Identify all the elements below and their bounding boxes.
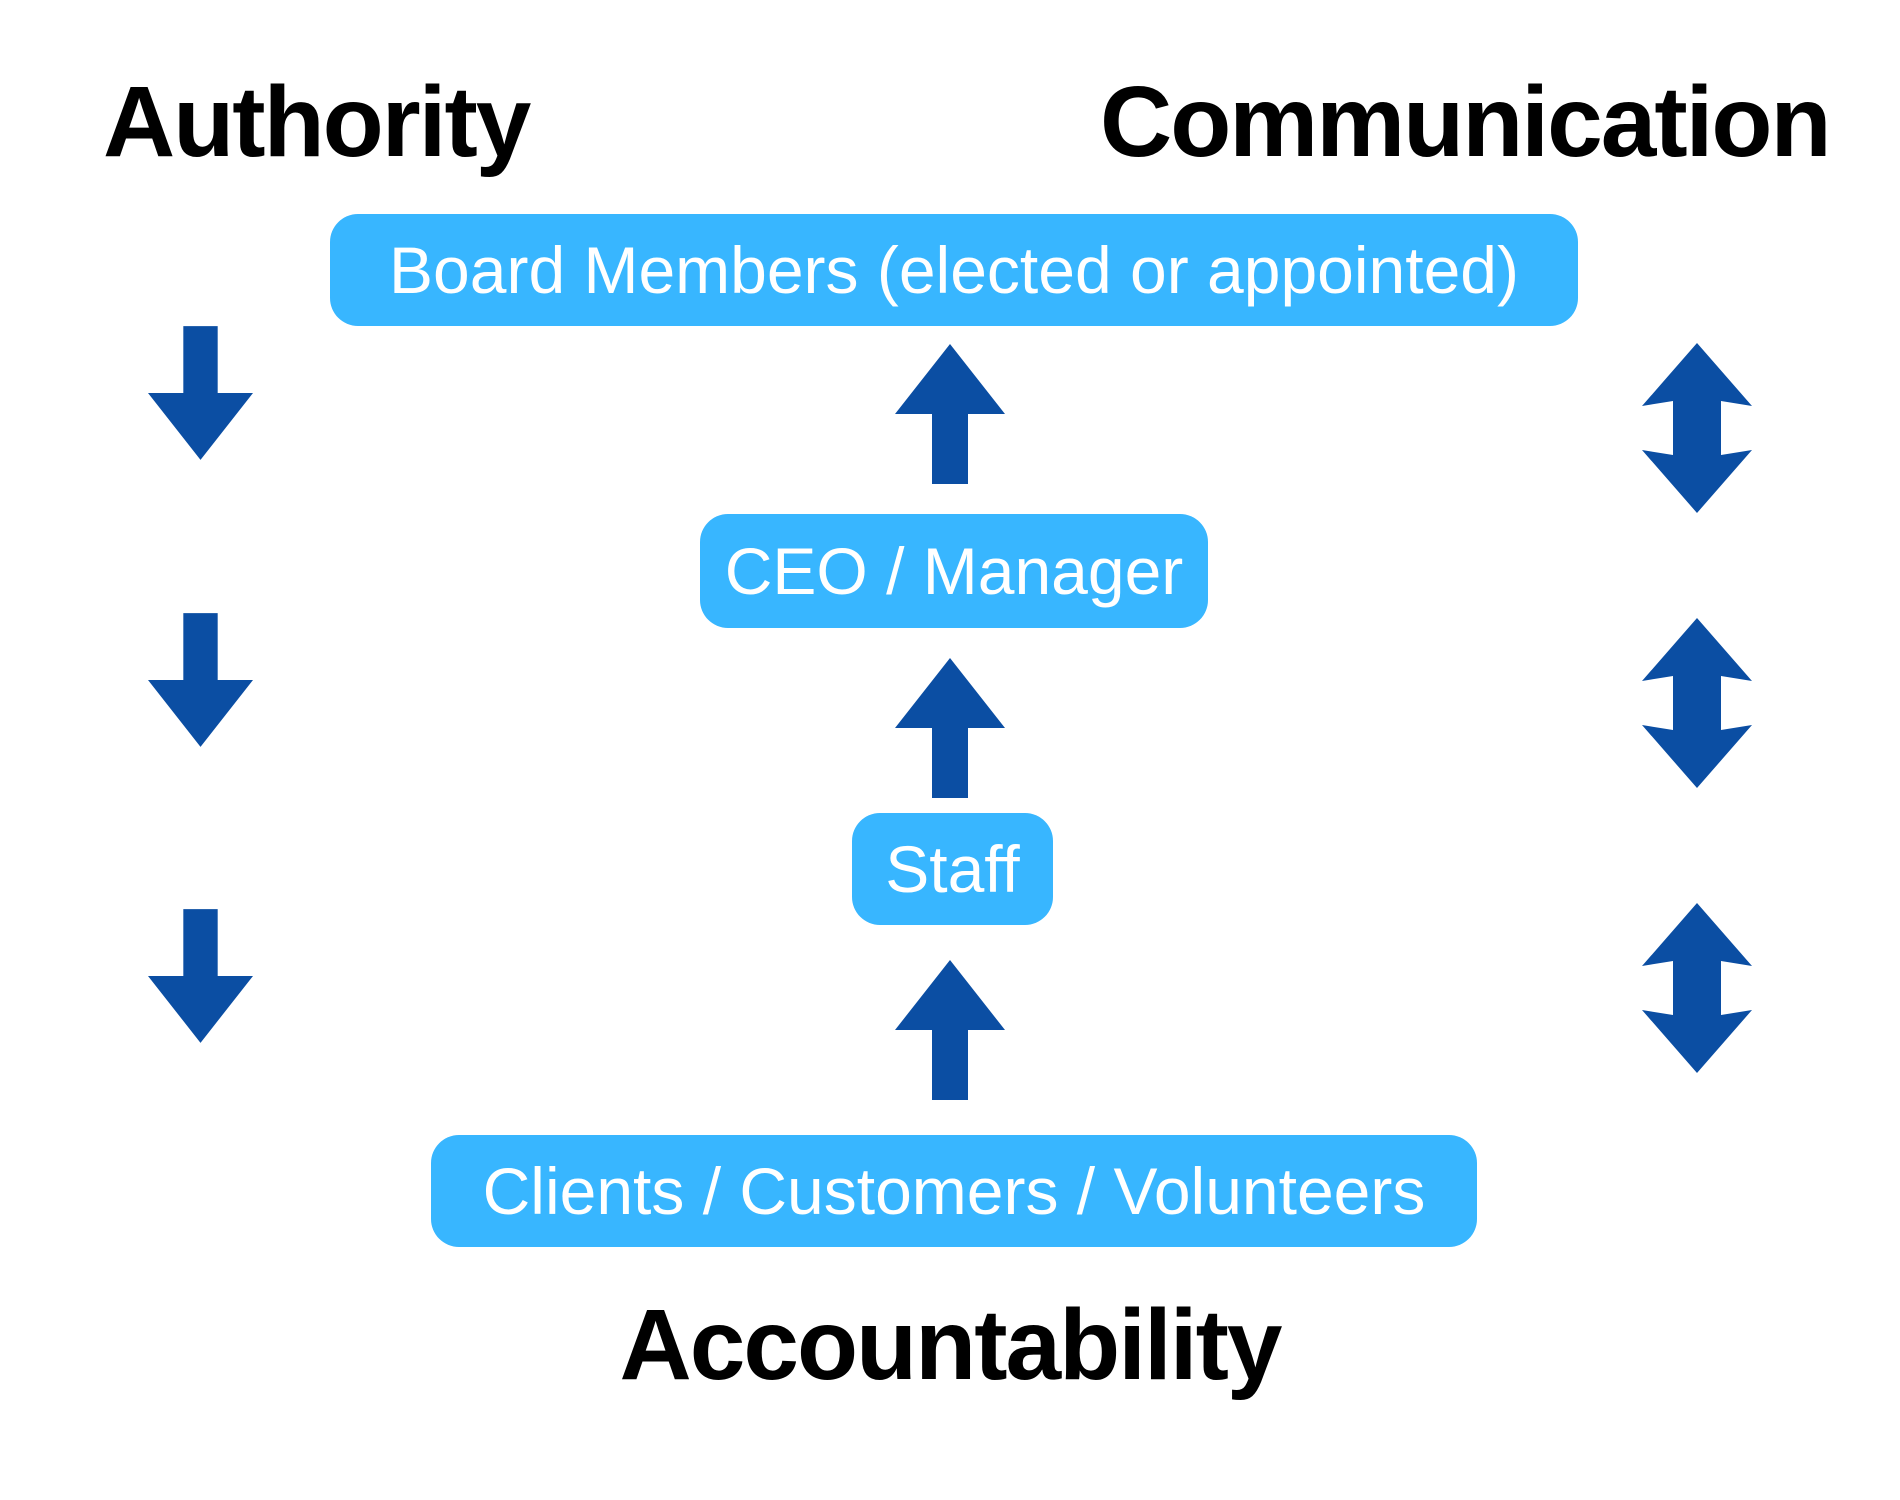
ceo-manager-label: CEO / Manager [724, 534, 1184, 608]
board-members-box: Board Members (elected or appointed) [330, 214, 1578, 326]
ceo-manager-box: CEO / Manager [700, 514, 1208, 628]
clients-customers-volunteers-label: Clients / Customers / Volunteers [482, 1154, 1426, 1228]
down-arrow-icon [148, 610, 253, 750]
communication-heading: Communication [1100, 66, 1832, 178]
accountability-heading: Accountability [619, 1289, 1283, 1401]
authority-heading: Authority [103, 66, 531, 178]
down-arrow-icon [148, 906, 253, 1046]
double-ended-arrow-icon [1642, 618, 1752, 788]
staff-box: Staff [852, 813, 1053, 925]
staff-label: Staff [885, 832, 1020, 906]
double-ended-arrow-icon [1642, 343, 1752, 513]
board-members-label: Board Members (elected or appointed) [389, 233, 1519, 307]
up-arrow-icon [895, 960, 1005, 1100]
up-arrow-icon [895, 658, 1005, 798]
up-arrow-icon [895, 344, 1005, 484]
clients-customers-volunteers-box: Clients / Customers / Volunteers [431, 1135, 1477, 1247]
down-arrow-icon [148, 323, 253, 463]
double-ended-arrow-icon [1642, 903, 1752, 1073]
